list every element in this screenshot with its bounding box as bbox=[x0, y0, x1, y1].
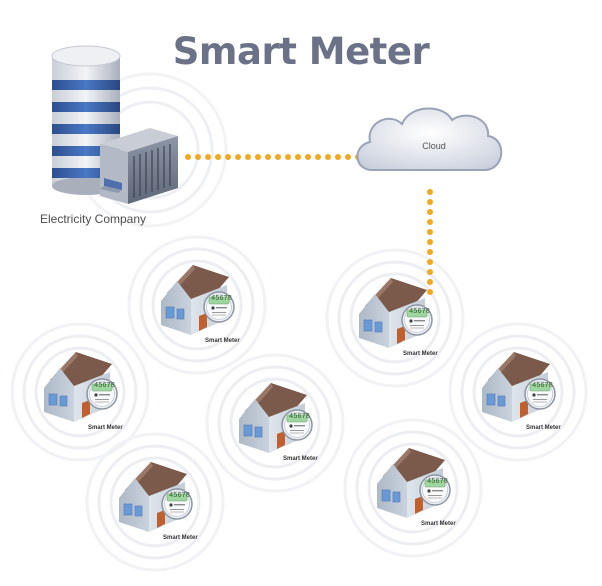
link-cloud-house bbox=[427, 189, 433, 295]
smart-meter-label: Smart Meter bbox=[526, 425, 561, 431]
cloud-icon bbox=[356, 107, 503, 171]
meter-reading: 45678 bbox=[409, 308, 431, 316]
smart-meter-label: Smart Meter bbox=[403, 351, 438, 357]
smart-meter-label: Smart Meter bbox=[205, 338, 240, 344]
meter-reading: 45678 bbox=[427, 478, 449, 486]
meter-reading: 45678 bbox=[532, 382, 554, 390]
meter-reading: 45678 bbox=[169, 492, 191, 500]
meter-reading: 45678 bbox=[211, 295, 233, 303]
smart-meter-label: Smart Meter bbox=[421, 521, 456, 527]
smart-meter-label: Smart Meter bbox=[163, 535, 198, 541]
page-title: Smart Meter bbox=[172, 30, 430, 73]
smart-meter-label: Smart Meter bbox=[88, 425, 123, 431]
meter-reading: 45678 bbox=[289, 413, 311, 421]
server-rack-icon bbox=[100, 128, 178, 204]
electricity-company-label: Electricity Company bbox=[40, 212, 147, 226]
cloud-label: Cloud bbox=[422, 141, 446, 151]
link-server-cloud bbox=[185, 154, 361, 160]
meter-reading: 45678 bbox=[94, 382, 116, 390]
smart-meter-label: Smart Meter bbox=[283, 456, 318, 462]
server-signal-rings bbox=[72, 72, 228, 228]
